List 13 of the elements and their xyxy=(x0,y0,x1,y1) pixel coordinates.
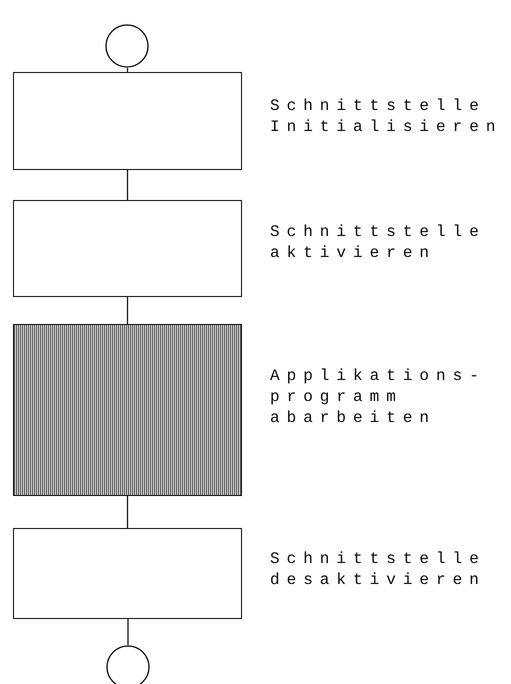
connector-line xyxy=(127,619,129,645)
connector-line xyxy=(126,496,128,528)
terminal-circle xyxy=(105,24,149,68)
process-box xyxy=(13,528,242,619)
process-box xyxy=(13,200,242,297)
step-label: Schnittstelle desaktivieren xyxy=(270,549,487,591)
connector-line xyxy=(126,170,128,200)
step-label: Schnittstelle aktivieren xyxy=(270,222,487,264)
step-label: Applikations- programm abarbeiten xyxy=(270,366,487,429)
step-label: Schnittstelle Initialisieren xyxy=(270,96,504,138)
hatched-process-box xyxy=(13,324,242,496)
connector-line xyxy=(126,297,128,324)
process-box xyxy=(13,72,242,170)
